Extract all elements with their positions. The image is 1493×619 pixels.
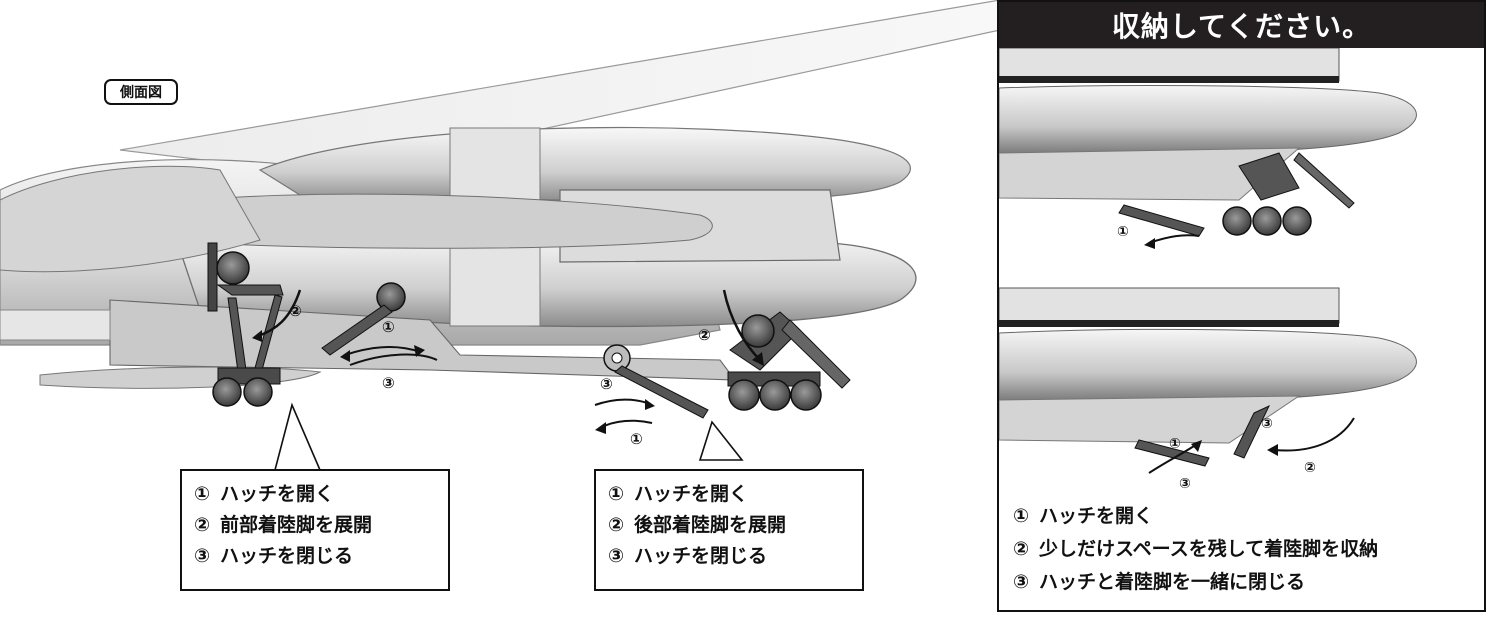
spine-pod: [149, 193, 713, 249]
inset-marker-one: ①: [1117, 224, 1129, 240]
marker-three-rear: ③: [600, 375, 613, 393]
inset-marker-three-a: ③: [1261, 416, 1273, 432]
inset-marker-one-b: ①: [1169, 436, 1181, 452]
side-view-label: 側面図: [104, 79, 178, 105]
front-hatch: [321, 282, 406, 356]
inset-marker-two: ②: [1304, 460, 1316, 476]
stowage-inset: 収納してください。 ①: [997, 0, 1486, 612]
inset-marker-three-b: ③: [1179, 476, 1191, 492]
nose: [0, 165, 261, 273]
marker-two-front: ②: [289, 302, 302, 320]
marker-one-rear: ①: [630, 430, 643, 448]
inset-illustration: ① ① ③ ③ ②: [999, 48, 1484, 492]
rear-landing-gear: [727, 311, 851, 411]
inset-header: 収納してください。: [999, 2, 1484, 48]
inset-upper-view: ①: [999, 48, 1417, 249]
rear-hatch: [603, 344, 709, 419]
belly: [109, 299, 737, 381]
marker-two-rear: ②: [698, 326, 711, 344]
marker-three-front: ③: [382, 374, 395, 392]
marker-one-front: ①: [382, 318, 395, 336]
inset-lower-view: ① ③ ③ ②: [999, 287, 1417, 492]
